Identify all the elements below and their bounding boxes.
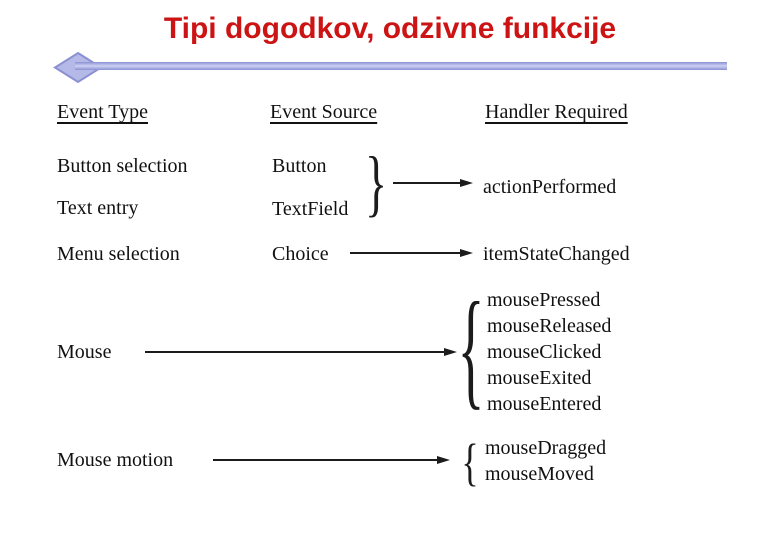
group-brace-mouse-motion: { xyxy=(461,433,479,491)
arrow-head xyxy=(460,179,473,187)
column-header-event-source: Event Source xyxy=(270,101,378,123)
arrow-mouse xyxy=(145,347,457,357)
group-brace-action: } xyxy=(364,140,388,224)
accent-bar xyxy=(75,62,727,70)
handler-mouse-dragged: mouseDragged xyxy=(485,437,607,459)
event-source-textfield: TextField xyxy=(272,198,349,220)
handler-action-performed: actionPerformed xyxy=(483,176,617,198)
event-type-mouse-motion: Mouse motion xyxy=(57,449,174,471)
column-header-handler-required: Handler Required xyxy=(485,101,628,123)
arrow-shaft xyxy=(393,182,460,184)
handler-mouse-exited: mouseExited xyxy=(487,367,592,389)
handler-mouse-pressed: mousePressed xyxy=(487,289,601,311)
group-brace-mouse: { xyxy=(457,277,485,423)
arrow-item-state-changed xyxy=(350,248,473,258)
handler-mouse-released: mouseReleased xyxy=(487,315,612,337)
column-header-event-type: Event Type xyxy=(57,101,148,123)
handler-item-state-changed: itemStateChanged xyxy=(483,243,630,265)
arrow-shaft xyxy=(350,252,460,254)
event-type-menu-selection: Menu selection xyxy=(57,243,180,265)
handler-mouse-entered: mouseEntered xyxy=(487,393,602,415)
arrow-head xyxy=(460,249,473,257)
arrow-action-performed xyxy=(393,178,473,188)
event-source-choice: Choice xyxy=(272,243,329,265)
handler-mouse-clicked: mouseClicked xyxy=(487,341,602,363)
arrow-shaft xyxy=(145,351,444,353)
handler-mouse-moved: mouseMoved xyxy=(485,463,594,485)
page-title: Tipi dogodkov, odzivne funkcije xyxy=(163,12,617,45)
event-source-button: Button xyxy=(272,155,327,177)
arrow-mouse-motion xyxy=(213,455,450,465)
arrow-shaft xyxy=(213,459,437,461)
arrow-head xyxy=(444,348,457,356)
event-type-button-selection: Button selection xyxy=(57,155,188,177)
event-type-text-entry: Text entry xyxy=(57,197,139,219)
event-type-mouse: Mouse xyxy=(57,341,112,363)
arrow-head xyxy=(437,456,450,464)
